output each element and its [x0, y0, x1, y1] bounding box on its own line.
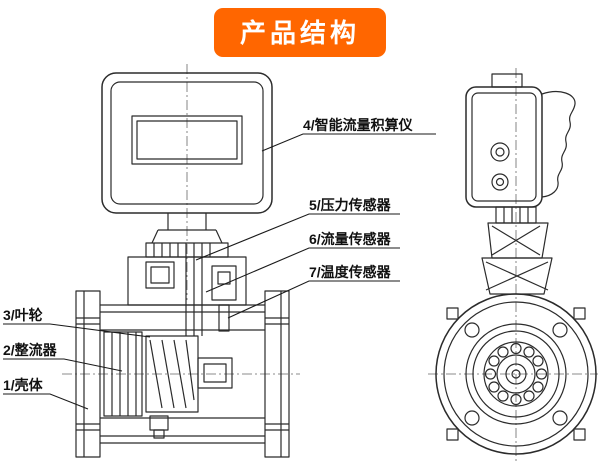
left-flange	[75, 290, 101, 458]
housing-part	[100, 304, 265, 444]
label-flow-sensor: 6/流量传感器	[309, 231, 391, 247]
title-banner: 产品结构	[213, 8, 387, 57]
page-title: 产品结构	[239, 18, 361, 48]
side-centerlines	[428, 68, 598, 464]
label-totalizer: 4/智能流量积算仪	[303, 117, 413, 133]
side-head-button-upper	[490, 142, 510, 162]
leader-line-flow-sensor	[205, 247, 400, 293]
front-view-drawing	[62, 64, 300, 458]
side-neck	[481, 206, 553, 295]
turbine-teeth-ring	[484, 342, 548, 406]
flange-face	[435, 293, 597, 455]
label-pressure-sensor: 5/压力传感器	[309, 197, 391, 213]
leader-line-rectifier	[3, 358, 123, 372]
front-centerlines	[62, 64, 300, 375]
leader-line-housing	[3, 393, 89, 410]
flange-corner-nuts	[446, 307, 586, 441]
flange-bolt-holes	[464, 322, 568, 426]
leader-line-totalizer	[261, 133, 436, 152]
totalizer-display	[101, 72, 273, 214]
leader-line-temperature-sensor	[227, 280, 400, 319]
temperature-sensor-part	[211, 265, 237, 301]
side-head	[465, 73, 576, 208]
lcd-frame	[131, 115, 243, 165]
leader-line-impeller	[3, 323, 151, 338]
right-flange	[264, 290, 290, 458]
side-view-drawing	[428, 68, 598, 464]
label-rectifier: 2/整流器	[3, 342, 57, 358]
side-head-button-lower	[491, 173, 509, 191]
label-impeller: 3/叶轮	[3, 307, 43, 323]
rectifier-part	[103, 331, 143, 417]
lcd-screen	[136, 120, 238, 160]
handle-grip	[541, 91, 576, 198]
pressure-sensor-part	[145, 261, 175, 289]
flow-sensor-part	[185, 257, 203, 336]
leader-lines	[3, 133, 436, 410]
hub-part	[149, 357, 233, 439]
label-housing: 1/壳体	[3, 377, 43, 393]
label-temperature-sensor: 7/温度传感器	[309, 264, 391, 280]
leader-line-pressure-sensor	[195, 213, 400, 261]
